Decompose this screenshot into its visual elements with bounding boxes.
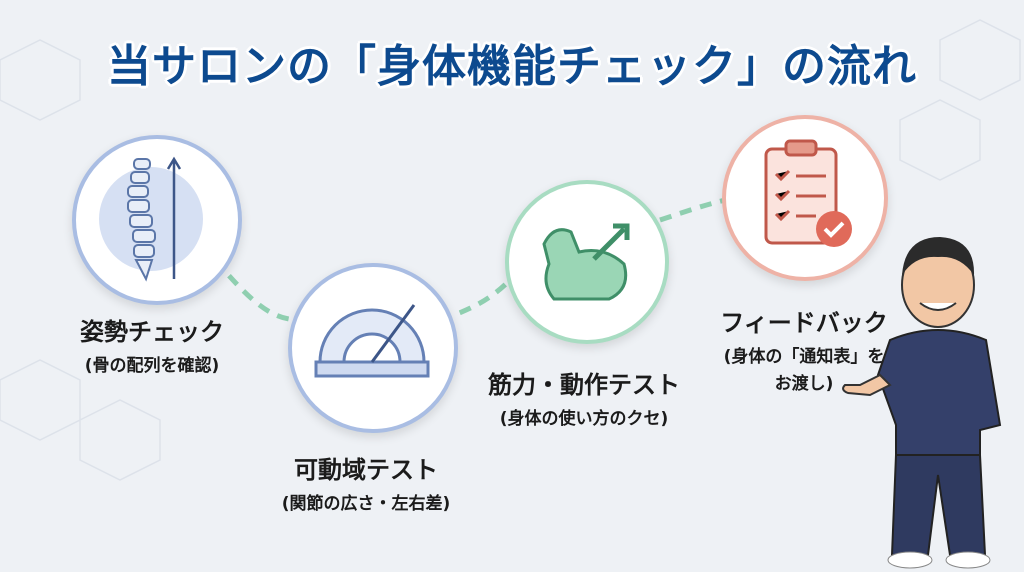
muscle-arm-icon: [542, 223, 630, 301]
step-2-label: 可動域テスト (関節の広さ・左右差): [282, 450, 451, 518]
step-title: 筋力・動作テスト: [488, 371, 680, 399]
step-title: フィードバック: [720, 309, 888, 337]
step-title: 姿勢チェック: [80, 318, 224, 346]
spine-icon: [99, 156, 203, 282]
step-2-circle: [288, 263, 458, 433]
step-1-circle: [72, 135, 242, 305]
step-1-label: 姿勢チェック (骨の配列を確認): [80, 312, 224, 380]
step-description: (関節の広さ・左右差): [281, 494, 451, 514]
step-4-label: フィードバック (身体の「通知表」を お渡し): [720, 303, 888, 398]
clipboard-check-icon: [764, 139, 852, 247]
step-3-circle: [505, 180, 669, 344]
step-title: 可動域テスト: [293, 456, 438, 484]
protractor-icon: [314, 304, 430, 378]
step-description-line2: お渡し): [774, 374, 834, 394]
step-description: (身体の「通知表」を: [723, 347, 885, 367]
step-description: (身体の使い方のクセ): [499, 409, 669, 429]
therapist-illustration: [842, 237, 1002, 569]
page-title: 当サロンの「身体機能チェック」の流れ: [107, 41, 917, 92]
step-4-circle: [722, 115, 888, 281]
step-3-label: 筋力・動作テスト (身体の使い方のクセ): [488, 365, 680, 433]
step-description: (骨の配列を確認): [84, 356, 220, 376]
